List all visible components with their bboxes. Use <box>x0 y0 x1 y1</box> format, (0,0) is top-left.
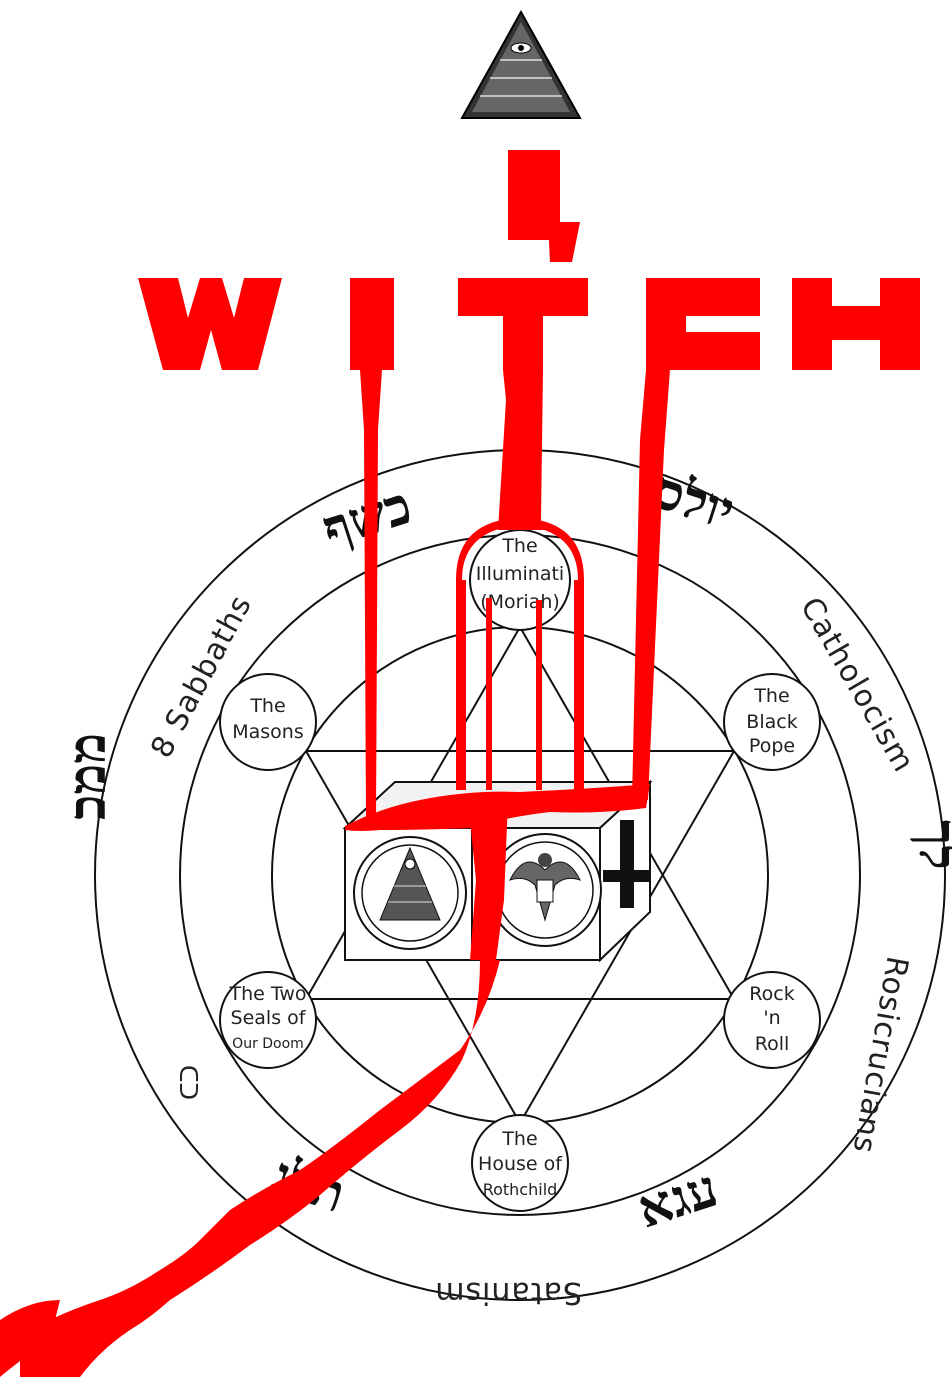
circle-label-illuminati-2: Illuminati <box>476 563 564 585</box>
circle-label-black-pope-1: The <box>753 685 789 707</box>
pyramid-seal-icon <box>354 837 466 949</box>
circle-label-rock-roll-2: 'n <box>763 1007 780 1029</box>
hebrew-word-right: לך <box>907 820 952 870</box>
circle-label-two-seals-3: Our Doom <box>232 1036 304 1052</box>
small-glyph-mark: ᑕᑐ <box>174 1065 202 1100</box>
circle-label-black-pope-2: Black <box>746 711 797 733</box>
ring-label-satanism: Satanism <box>434 1275 582 1310</box>
circle-label-masons-2: Masons <box>232 721 304 743</box>
circle-label-black-pope-3: Pope <box>749 735 795 757</box>
circle-label-rock-roll-1: Rock <box>749 983 794 1005</box>
hebrew-word-left: ממכ <box>57 733 118 820</box>
ring-label-catholocism: Catholocism <box>793 592 921 779</box>
eye-pyramid-icon <box>462 12 580 118</box>
circle-label-rothchild-2: House of <box>478 1153 563 1175</box>
circle-label-illuminati-1: The <box>501 535 537 557</box>
circle-label-rothchild-3: Rothchild <box>483 1180 558 1199</box>
circle-label-rock-roll-3: Roll <box>755 1033 790 1055</box>
title: I, W I T C H <box>160 153 893 384</box>
circle-label-masons-1: The <box>249 695 285 717</box>
hebrew-word-bottom-right: עגא <box>630 1158 725 1241</box>
circle-label-illuminati-3: (Moriah) <box>480 591 560 613</box>
circle-label-two-seals-1: The Two <box>228 983 306 1005</box>
circle-label-two-seals-2: Seals of <box>231 1007 307 1029</box>
circle-label-rothchild-1: The <box>501 1128 537 1150</box>
